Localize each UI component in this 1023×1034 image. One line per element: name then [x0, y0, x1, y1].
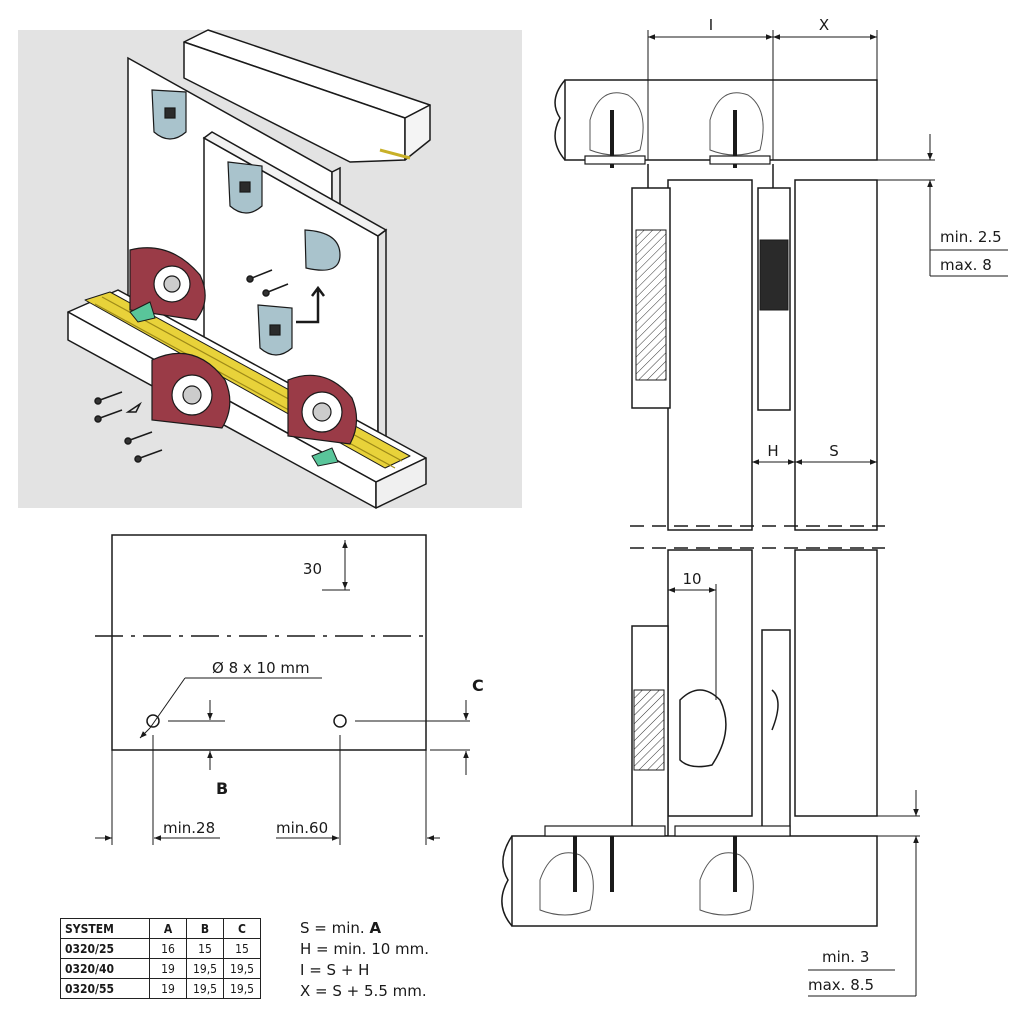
roller-front-left [151, 352, 231, 429]
green-guide-left [129, 301, 156, 323]
table-cell: 19,5 [223, 978, 261, 999]
formula-line: S = min. A [300, 918, 429, 939]
table-header-c: C [223, 918, 261, 939]
drill-hole-left [146, 714, 160, 728]
door-right [757, 164, 878, 531]
roller-back [129, 247, 206, 321]
dimensions [647, 30, 1008, 997]
dim-label-min60: min.60 [276, 819, 328, 837]
formula-text: I = S + H [300, 961, 370, 979]
formula-bold: A [369, 919, 382, 937]
dim-label-i: I [709, 16, 713, 34]
formula-text: H = min. 10 mm. [300, 940, 430, 958]
formula-line: X = S + 5.5 mm. [300, 981, 429, 1002]
table-header-b: B [186, 918, 224, 939]
table-cell: 19,5 [186, 958, 224, 979]
dim-label-gap-min: min. 2.5 [940, 228, 1002, 246]
table-row: 0320/55 19 19,5 19,5 [60, 978, 261, 999]
table-cell: 19,5 [223, 958, 261, 979]
dim-label-bottom-min: min. 3 [822, 948, 869, 966]
table-header-row: SYSTEM A B C [60, 918, 261, 939]
formula-line: I = S + H [300, 960, 429, 981]
top-guide-front [227, 161, 263, 214]
table-row: 0320/25 16 15 15 [60, 938, 261, 959]
system-spec-table: SYSTEM A B C 0320/25 16 15 15 0320/40 19… [60, 918, 261, 999]
dim-label-min28: min.28 [163, 819, 215, 837]
doors-lower [631, 549, 878, 837]
table-cell: 19 [149, 958, 187, 979]
table-cell: 0320/40 [60, 958, 150, 979]
top-board [183, 29, 431, 163]
table-cell: 0320/55 [60, 978, 150, 999]
roller-front-right [287, 374, 358, 445]
dim-label-c: C [472, 676, 484, 695]
formula-text: S = min. [300, 919, 370, 937]
table-cell: 0320/25 [60, 938, 150, 959]
dim-label-bottom-max: max. 8.5 [808, 976, 874, 994]
door-left [631, 164, 753, 531]
dim-label-b: B [216, 779, 228, 798]
formula-text: X = S + 5.5 mm. [300, 982, 427, 1000]
table-cell: 15 [223, 938, 261, 959]
bottom-beam [501, 825, 878, 927]
formula-list: S = min. A H = min. 10 mm. I = S + H X =… [300, 918, 429, 1002]
guide-loose [257, 229, 341, 356]
formula-line: H = min. 10 mm. [300, 939, 429, 960]
isometric-assembly-view [18, 29, 522, 509]
section-view: I X min. 2.5 max. 8 H S 10 min. 3 max. 8… [501, 16, 1008, 997]
table-cell: 16 [149, 938, 187, 959]
dim-label-ten: 10 [682, 570, 701, 588]
drill-spec-label: Ø 8 x 10 mm [212, 659, 310, 677]
table-cell: 19,5 [186, 978, 224, 999]
drilling-detail: 30 Ø 8 x 10 mm C B min.28 min.60 [95, 534, 484, 845]
drill-hole-right [333, 714, 347, 728]
green-guide-right [311, 447, 339, 467]
dim-label-h: H [767, 442, 778, 460]
table-header-a: A [149, 918, 187, 939]
top-guide-back [151, 89, 187, 140]
table-cell: 19 [149, 978, 187, 999]
table-cell: 15 [186, 938, 224, 959]
table-row: 0320/40 19 19,5 19,5 [60, 958, 261, 979]
table-header-system: SYSTEM [60, 918, 150, 939]
dim-label-gap-max: max. 8 [940, 256, 992, 274]
dim-label-thirty: 30 [303, 560, 322, 578]
screws [94, 269, 289, 463]
top-beam [554, 79, 878, 168]
dim-label-s: S [829, 442, 839, 460]
dim-label-x: X [819, 16, 829, 34]
